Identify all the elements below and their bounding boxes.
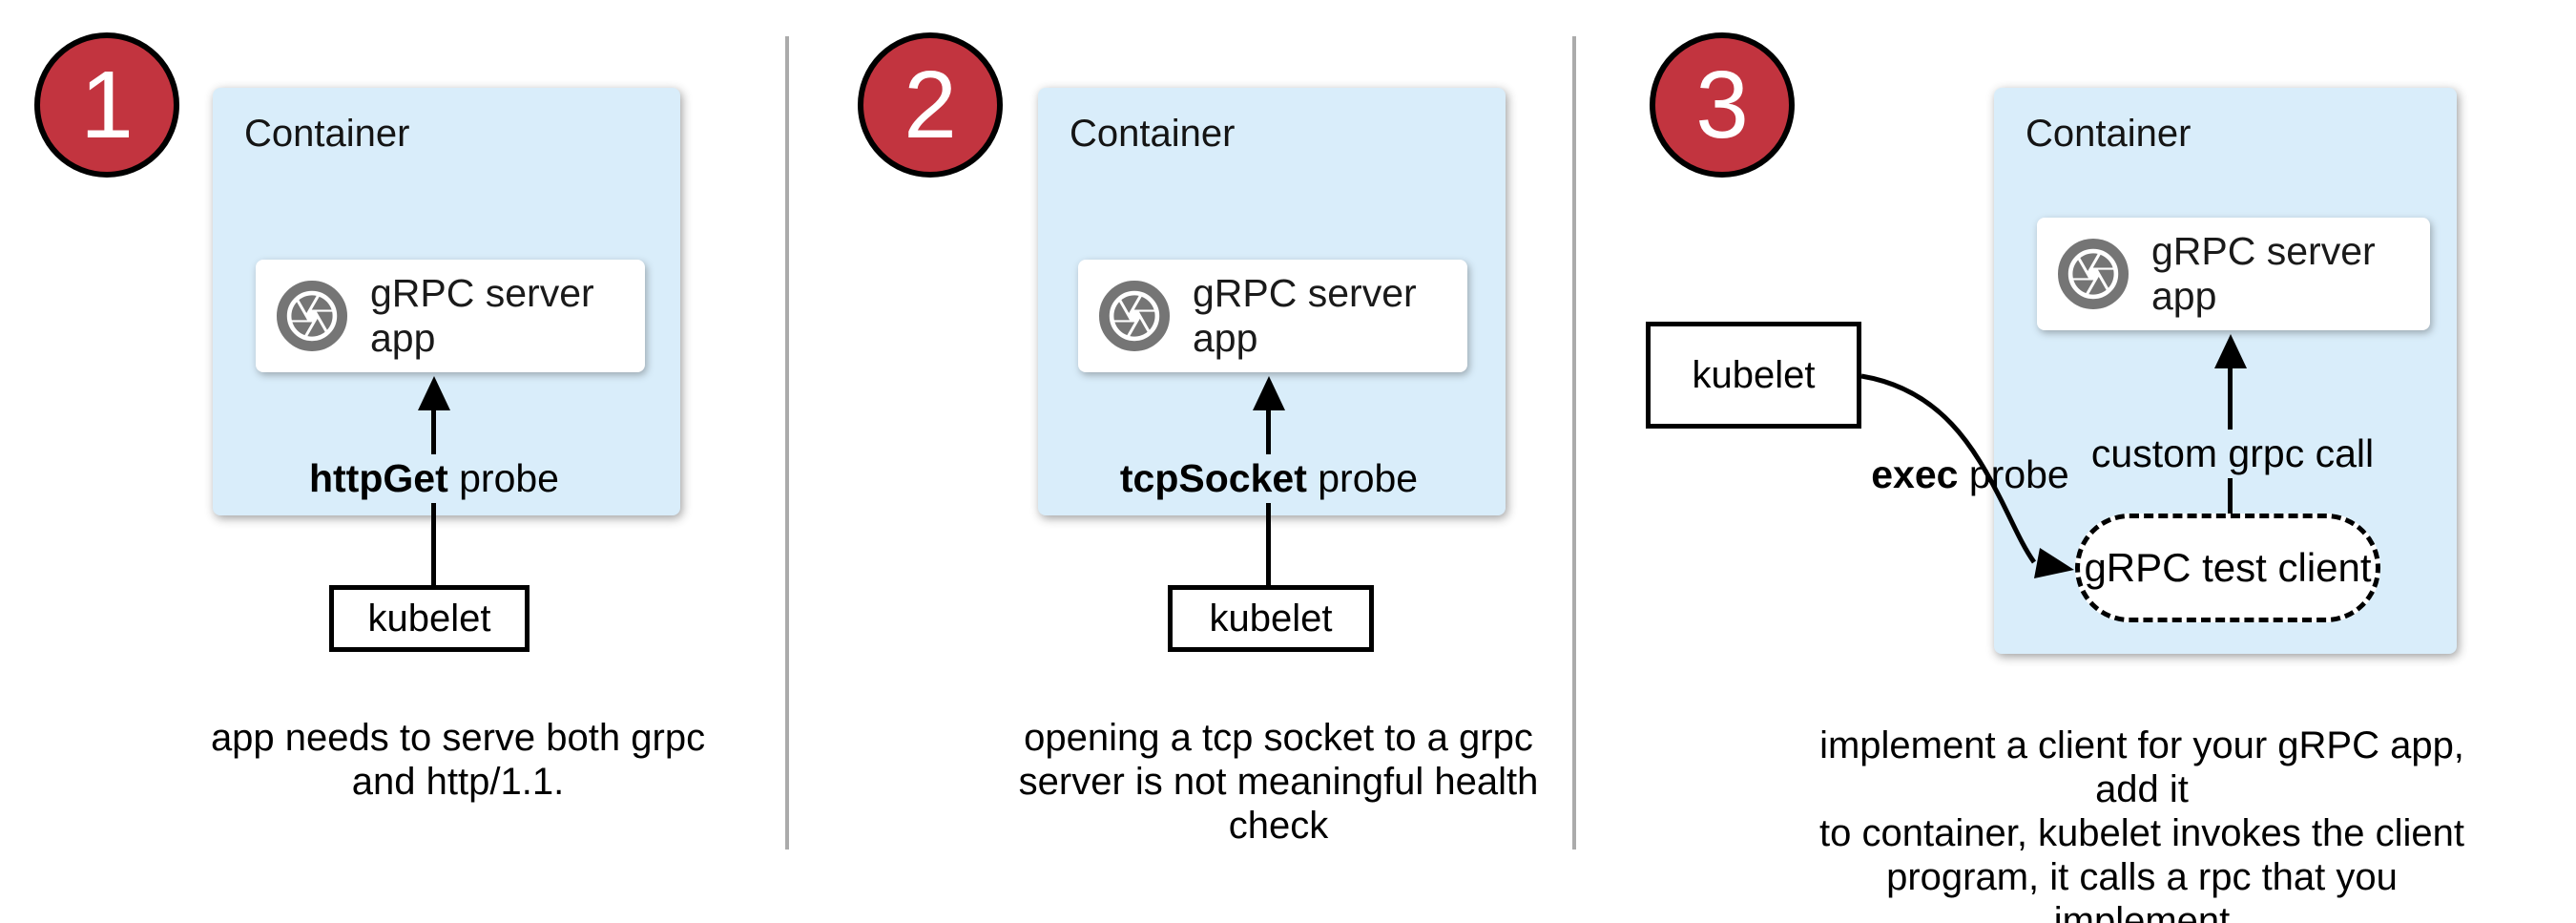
kubelet-label-1: kubelet (367, 597, 491, 640)
probe-arrowhead-2 (1253, 376, 1285, 410)
camera-aperture-icon (277, 281, 347, 351)
probe-label-2: tcpSocket probe (1088, 454, 1450, 503)
grpc-test-client-label: gRPC test client (2084, 545, 2372, 590)
probe-arrowhead-1 (418, 376, 450, 410)
caption-1: app needs to serve both grpc and http/1.… (210, 717, 706, 803)
kubelet-box-3: kubelet (1646, 322, 1861, 429)
probe-label-3: exec probe (1813, 451, 2128, 499)
probe-suffix-2: probe (1306, 456, 1419, 500)
step-2-badge: 2 (858, 32, 1003, 178)
step-1-badge: 1 (34, 32, 179, 178)
grpc-server-app-box-1: gRPC server app (256, 260, 645, 372)
step-3-badge: 3 (1650, 32, 1795, 178)
custom-grpc-call-label: custom grpc call (2080, 430, 2385, 478)
step-2-number: 2 (904, 51, 957, 158)
kubelet-label-3: kubelet (1692, 353, 1816, 396)
grpc-server-app-box-3: gRPC server app (2037, 218, 2430, 330)
probe-keyword-2: tcpSocket (1119, 456, 1307, 500)
probe-keyword-3: exec (1871, 452, 1959, 496)
caption-2: opening a tcp socket to a grpc server is… (1018, 717, 1539, 847)
grpc-server-app-label-3: gRPC server app (2151, 229, 2376, 318)
step-1-number: 1 (80, 51, 134, 158)
kubelet-box-1: kubelet (329, 585, 530, 652)
kubelet-label-2: kubelet (1209, 597, 1333, 640)
container-label-1: Container (244, 113, 410, 155)
container-label-3: Container (2025, 113, 2192, 155)
probe-suffix-1: probe (447, 456, 559, 500)
divider-1 (785, 36, 789, 850)
container-label-2: Container (1070, 113, 1236, 155)
camera-aperture-icon (1099, 281, 1170, 351)
grpc-server-app-label-2: gRPC server app (1193, 271, 1417, 360)
grpc-test-client-ellipse: gRPC test client (2075, 514, 2380, 622)
custom-grpc-call-arrowhead (2214, 334, 2247, 368)
probe-keyword-1: httpGet (308, 456, 448, 500)
grpc-server-app-box-2: gRPC server app (1078, 260, 1467, 372)
grpc-server-app-label-1: gRPC server app (370, 271, 594, 360)
kubelet-box-2: kubelet (1168, 585, 1374, 652)
exec-probe-curved-arrow (1860, 373, 2074, 578)
step-3-number: 3 (1695, 51, 1749, 158)
camera-aperture-icon (2058, 239, 2129, 309)
probe-suffix-3: probe (1958, 452, 2069, 496)
caption-3: implement a client for your gRPC app, ad… (1819, 724, 2464, 923)
probe-label-1: httpGet probe (262, 454, 606, 503)
divider-2 (1572, 36, 1576, 850)
